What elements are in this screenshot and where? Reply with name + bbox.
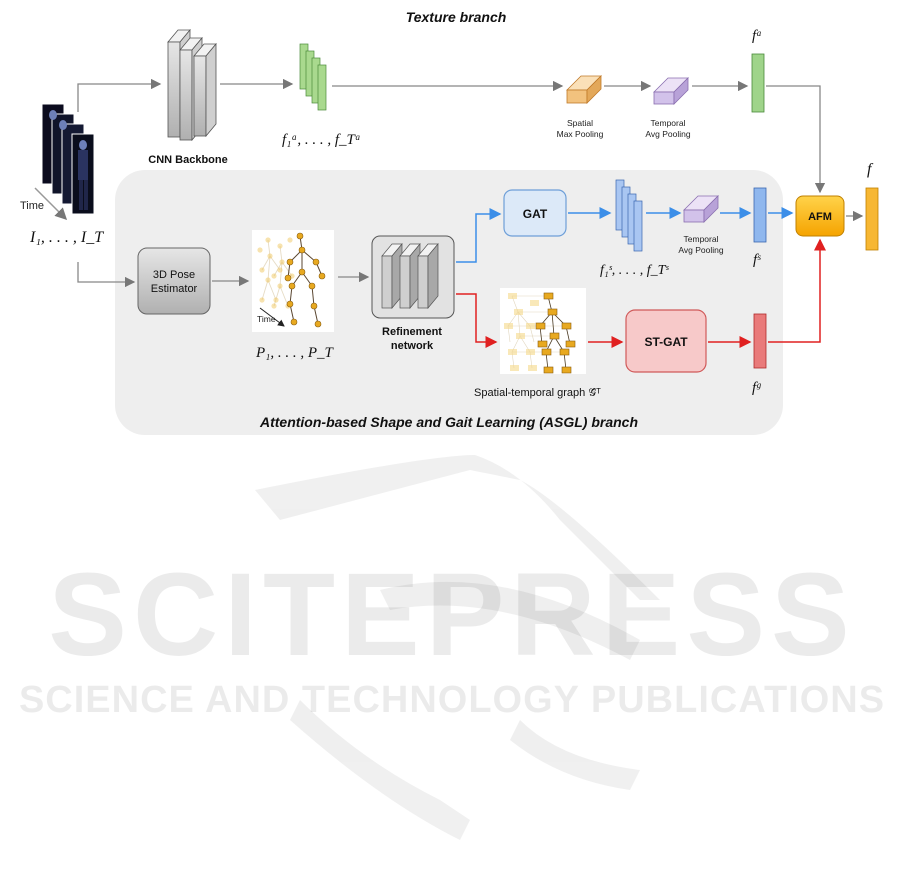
watermark-sub: SCIENCE AND TECHNOLOGY PUBLICATIONS xyxy=(19,679,885,721)
shape-temporal-label-1: Temporal xyxy=(684,234,719,244)
arrow-fa-to-afm xyxy=(766,85,826,194)
shape-features-label: f₁ˢ, . . . , f_Tˢ xyxy=(600,263,669,278)
refinement-label-2: network xyxy=(391,340,434,352)
shape-temporal-label-2: Avg Pooling xyxy=(678,245,723,255)
asgl-branch-title: Attention-based Shape and Gait Learning … xyxy=(259,414,638,430)
afm-label: AFM xyxy=(808,211,832,223)
pose-estimator-label-2: Estimator xyxy=(151,283,198,295)
cnn-backbone-label: CNN Backbone xyxy=(148,154,227,166)
arrow-fg-to-afm xyxy=(768,238,826,343)
texture-branch-title: Texture branch xyxy=(406,9,507,25)
arrow-refinement-to-graph xyxy=(456,293,498,348)
refinement-network-block xyxy=(371,235,455,319)
gat-label: GAT xyxy=(523,207,548,221)
spatial-temporal-graph-image xyxy=(500,288,586,374)
f-vector xyxy=(865,187,879,251)
f-label: f xyxy=(867,161,874,178)
time-label-pose: Time xyxy=(257,314,276,324)
spatial-pool-label-2: Max Pooling xyxy=(557,129,604,139)
time-arrow-input xyxy=(34,187,68,221)
st-gat-box xyxy=(625,309,707,373)
fs-label: fˢ xyxy=(753,252,761,268)
pose-estimator-box xyxy=(137,247,211,315)
spatial-pool-label-1: Spatial xyxy=(567,118,593,128)
watermark-main: SCITEPRESS xyxy=(48,549,856,681)
pose-sequence-image xyxy=(252,230,334,332)
refinement-label-1: Refinement xyxy=(382,326,442,338)
shape-temporal-pooling-block xyxy=(683,195,719,223)
fs-vector xyxy=(753,187,767,243)
gat-box xyxy=(503,189,567,237)
shape-feature-stack xyxy=(615,179,643,252)
arrow-refinement-to-gat xyxy=(456,208,502,263)
st-graph-label: Spatial-temporal graph 𝒢̂ᵀ xyxy=(474,387,601,399)
input-frames xyxy=(41,103,95,215)
texture-temporal-label-1: Temporal xyxy=(651,118,686,128)
spatial-max-pooling-block xyxy=(566,75,602,104)
fg-label: fᵍ xyxy=(752,380,761,396)
watermark-logo xyxy=(255,455,660,840)
pose-estimator-label-1: 3D Pose xyxy=(153,269,195,281)
afm-box xyxy=(795,195,845,237)
fa-label: fᵃ xyxy=(752,28,762,44)
time-label-input: Time xyxy=(20,200,44,212)
texture-feature-stack xyxy=(299,43,327,111)
texture-features-label: f₁ᵃ, . . . , f_Tᵃ xyxy=(282,132,361,148)
fa-vector xyxy=(751,53,765,113)
texture-temporal-pooling-block xyxy=(653,77,689,105)
texture-temporal-label-2: Avg Pooling xyxy=(645,129,690,139)
cnn-backbone-block xyxy=(167,28,217,142)
fg-vector xyxy=(753,313,767,369)
poses-label: P₁, . . . , P_T xyxy=(255,345,335,361)
arrow-input-to-pose xyxy=(77,262,136,288)
st-gat-label: ST-GAT xyxy=(644,335,688,349)
input-frames-label: I₁, . . . , I_T xyxy=(29,229,104,246)
arrow-input-to-cnn xyxy=(77,78,162,112)
